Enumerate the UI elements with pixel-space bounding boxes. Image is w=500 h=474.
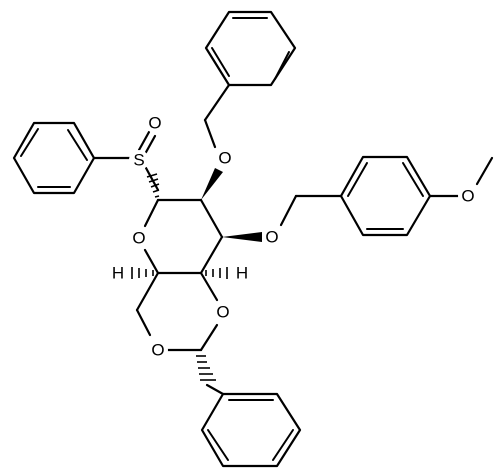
atom-label-methoxy-oxygen: O (458, 186, 478, 206)
atom-label-sulfoxide-oxygen: O (145, 113, 165, 133)
atom-label-sulfur: S (129, 150, 149, 170)
atom-label-acetal-oxygen-right: O (213, 302, 233, 322)
sulfoxide-bonds (92, 130, 160, 192)
atom-label-pmb-ether-oxygen: O (262, 227, 282, 247)
svg-text:O: O (218, 149, 231, 168)
phenyl-ring-benzyl (204, 10, 297, 87)
atom-label-benzyl-ether-oxygen: O (215, 148, 235, 168)
svg-text:O: O (265, 228, 278, 247)
phenyl-ring-pmb (339, 155, 432, 237)
svg-text:H: H (236, 264, 248, 283)
pyranose-ring (143, 198, 224, 275)
svg-text:O: O (151, 341, 164, 360)
wedge-c2-obn (201, 168, 223, 200)
svg-text:O: O (461, 187, 474, 206)
acetal-to-phenyl-bond (205, 383, 225, 396)
svg-text:O: O (216, 303, 229, 322)
phenyl-ring-acetal (200, 392, 302, 468)
benzyl-ether-chain (203, 83, 231, 149)
svg-text:S: S (133, 151, 144, 170)
methoxy-bonds (428, 156, 494, 198)
atom-label-hydrogen-right: H (232, 263, 252, 283)
svg-text:O: O (132, 229, 145, 248)
phenyl-ring-sulfinyl (12, 121, 96, 195)
hashed-wedge-anomeric (146, 173, 160, 198)
hashed-wedge-acetal (196, 355, 216, 381)
atom-label-hydrogen-left: H (108, 263, 128, 283)
hashed-wedge-h-right (205, 267, 228, 279)
hashed-wedge-h-left (131, 267, 154, 279)
atom-label-ring-oxygen: O (129, 228, 149, 248)
wedge-c3-opmb (222, 232, 262, 242)
pmb-ether-chain (279, 194, 343, 227)
dioxane-ring (135, 271, 219, 352)
atom-label-acetal-oxygen-left: O (148, 340, 168, 360)
svg-text:H: H (112, 264, 124, 283)
svg-text:O: O (148, 114, 161, 133)
